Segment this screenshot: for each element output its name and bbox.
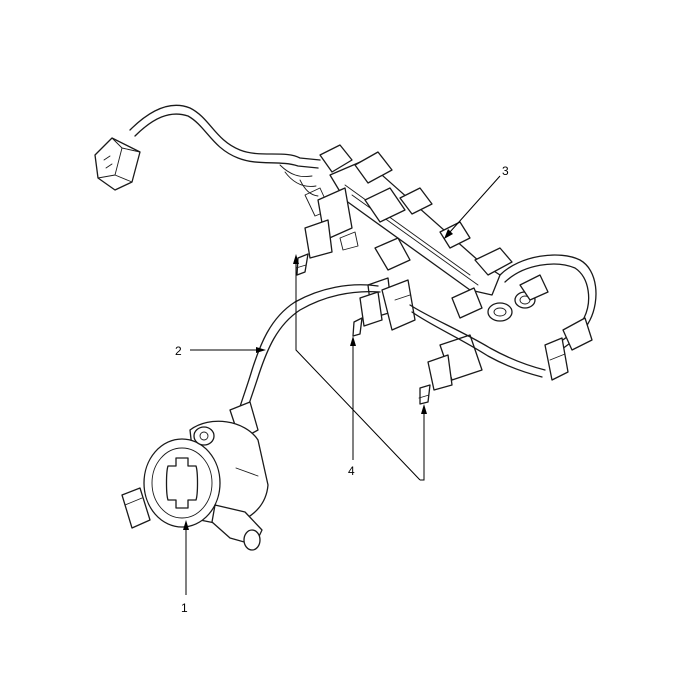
- callout-label-2: 2: [175, 344, 182, 358]
- fuel-delivery-pipe: [304, 144, 536, 322]
- arrowhead-4a: [293, 254, 299, 264]
- harness-connector: [94, 137, 141, 191]
- arrowhead-2: [256, 347, 266, 353]
- arrowhead-3: [444, 229, 453, 239]
- callout-labels: 1 2 3 4: [175, 164, 509, 615]
- callout-label-3: 3: [502, 164, 509, 178]
- leader-4-right: [420, 412, 425, 481]
- callout-label-1: 1: [181, 601, 188, 615]
- high-pressure-fuel-pump: [121, 401, 269, 551]
- injector-middle: [352, 277, 416, 337]
- leader-3: [449, 175, 501, 233]
- high-pressure-fuel-pipe: [235, 284, 546, 425]
- callout-leaders: [183, 175, 501, 595]
- injector-upper-left: [295, 187, 359, 276]
- arrowhead-4b: [350, 336, 356, 346]
- high-pressure-tube-right: [499, 254, 597, 381]
- leader-4-left: [295, 262, 421, 481]
- wiring-harness: [129, 104, 321, 197]
- injector-lower-right: [418, 334, 483, 405]
- callout-label-4: 4: [348, 464, 355, 478]
- arrowhead-4c: [421, 404, 427, 414]
- arrowhead-1: [183, 520, 189, 530]
